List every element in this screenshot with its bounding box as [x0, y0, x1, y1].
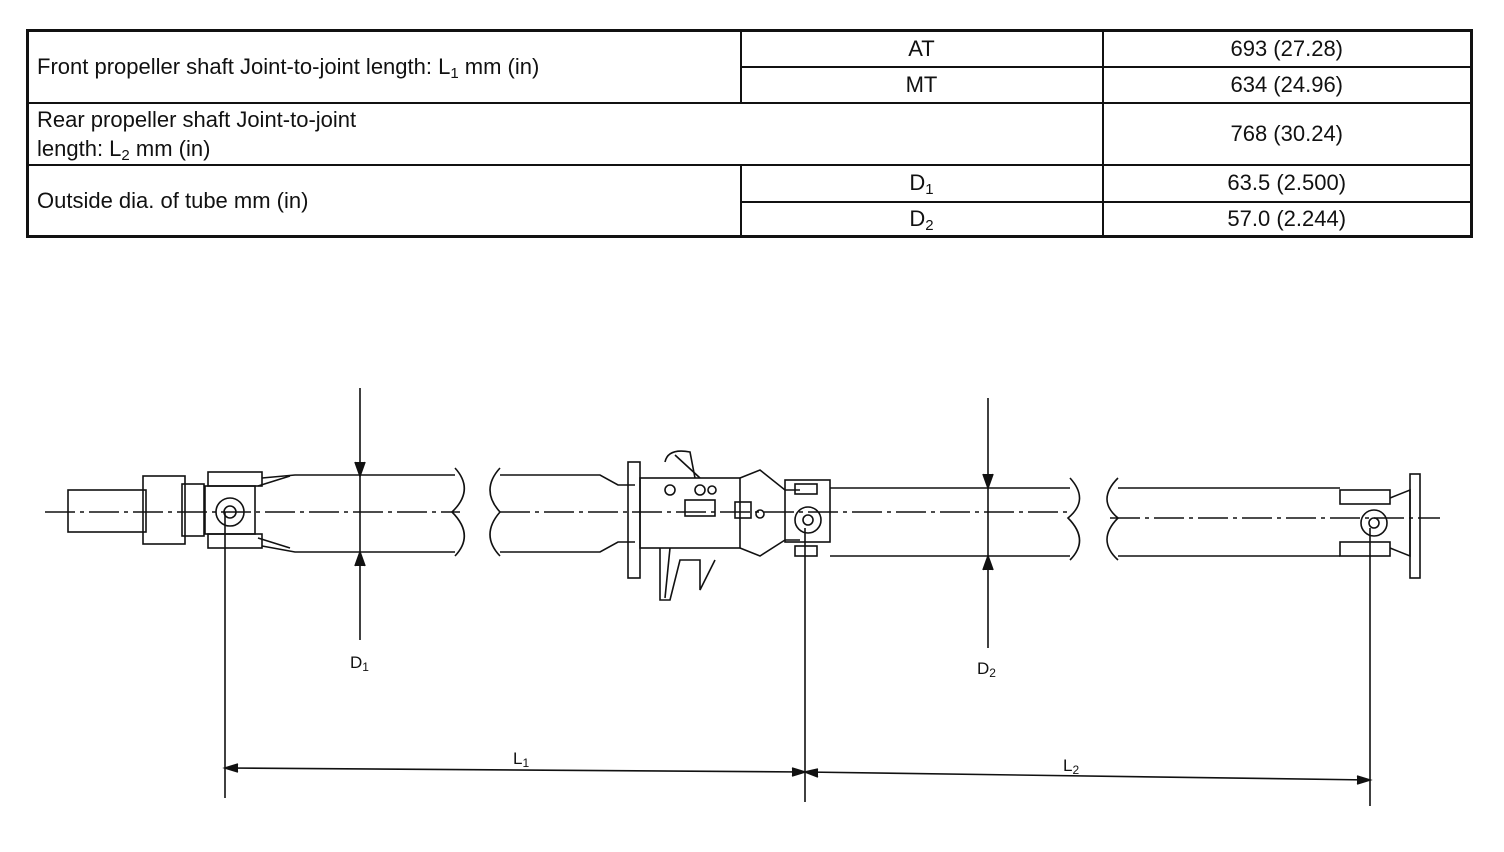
rear-shaft-length-label: Rear propeller shaft Joint-to-joint lengt… — [26, 101, 1104, 166]
d2-dimension — [982, 398, 994, 648]
mt-label: MT — [739, 65, 1104, 104]
d1-dimension — [354, 388, 366, 640]
at-value: 693 (27.28) — [1101, 29, 1473, 68]
l2-label-sub: 2 — [1072, 763, 1079, 777]
d1-label-text: D — [909, 170, 926, 195]
front-shaft-tube — [261, 467, 635, 557]
l1-dimension-label: L1 — [513, 749, 529, 770]
l2-label-text: L — [1063, 756, 1072, 775]
rear-shaft-length-sub: 2 — [121, 146, 130, 164]
l2-dimension-label: L2 — [1063, 756, 1079, 777]
length-dimensions — [222, 512, 1373, 806]
d1-label-sub: 1 — [925, 181, 934, 198]
d1-label-text-drawing: D — [350, 653, 362, 672]
svg-text:D2: D2 — [977, 659, 996, 680]
tube-diameter-label: Outside dia. of tube mm (in) — [26, 163, 742, 238]
d2-label-text-drawing: D — [977, 659, 989, 678]
d2-value: 57.0 (2.244) — [1101, 200, 1473, 238]
rear-universal-joint — [1339, 473, 1421, 579]
mt-value: 634 (24.96) — [1101, 65, 1473, 104]
l1-label-sub: 1 — [522, 756, 529, 770]
rear-shaft-length-unit: mm (in) — [129, 135, 211, 161]
rear-shaft-tube — [830, 477, 1340, 561]
at-label: AT — [739, 29, 1104, 68]
d1-label-sub-drawing: 1 — [362, 660, 369, 674]
rear-shaft-length-line1: Rear propeller shaft Joint-to-joint — [37, 106, 357, 132]
svg-text:L2: L2 — [1063, 756, 1079, 777]
svg-text:D1: D1 — [350, 653, 369, 674]
center-bearing-assembly — [627, 450, 800, 601]
d2-label-sub-drawing: 2 — [989, 666, 996, 680]
d1-value: 63.5 (2.500) — [1101, 163, 1473, 203]
center-universal-joint — [784, 479, 831, 557]
front-shaft-length-label: Front propeller shaft Joint-to-joint len… — [26, 29, 742, 104]
d2-label-sub: 2 — [925, 216, 934, 234]
rear-shaft-length-line2: length: L — [37, 135, 122, 161]
specification-table: Front propeller shaft Joint-to-joint len… — [26, 29, 1473, 238]
svg-text:L1: L1 — [513, 749, 529, 770]
front-stub-shaft — [67, 475, 205, 545]
rear-shaft-length-value: 768 (30.24) — [1101, 101, 1473, 166]
front-shaft-length-sub: 1 — [450, 65, 459, 83]
d2-dimension-label: D2 — [977, 659, 996, 680]
d1-label: D1 — [739, 163, 1104, 203]
d1-dimension-label: D1 — [350, 653, 369, 674]
d2-label-text: D — [909, 205, 926, 231]
front-shaft-length-unit: mm (in) — [458, 54, 540, 80]
d2-label: D2 — [739, 200, 1104, 238]
propeller-shaft-drawing: D1 D2 L1 L2 — [45, 388, 1440, 806]
front-shaft-length-text: Front propeller shaft Joint-to-joint len… — [37, 54, 451, 80]
l1-label-text: L — [513, 749, 522, 768]
front-universal-joint — [204, 471, 291, 549]
